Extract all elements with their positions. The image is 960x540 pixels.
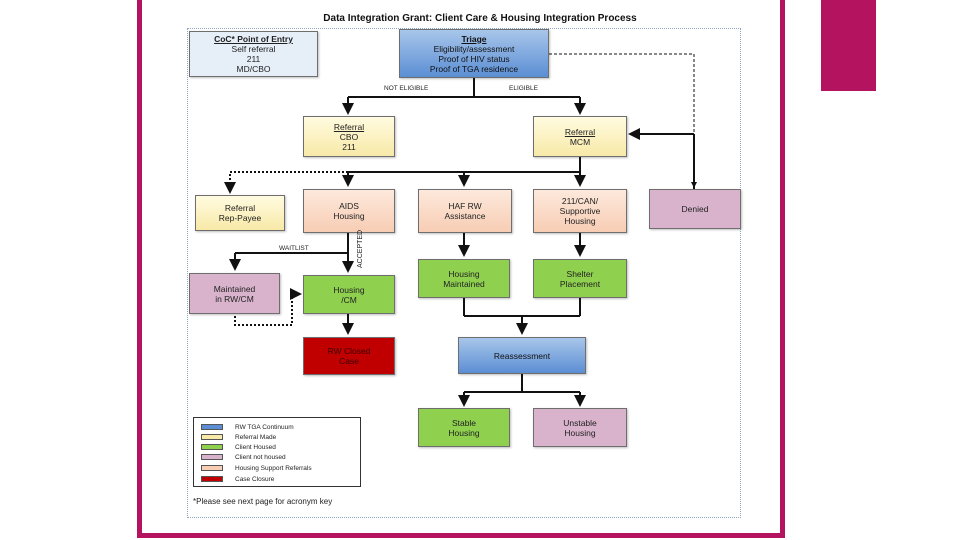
referral-rep-line: Rep-Payee	[218, 213, 262, 223]
legend-item: Referral Made	[201, 433, 276, 441]
legend-swatch	[201, 424, 223, 430]
coc-entry-box: CoC* Point of Entry Self referral 211 MD…	[189, 31, 318, 77]
haf-rw-line: HAF RW	[448, 201, 482, 211]
housing-cm-line: Housing	[333, 284, 365, 295]
eligible-label: ELIGIBLE	[509, 85, 538, 92]
triage-box: Triage Eligibility/assessment Proof of H…	[399, 29, 549, 78]
unstable-line: Unstable	[563, 417, 597, 428]
shelter-line: Shelter	[566, 268, 594, 279]
rw-closed-line: RW Closed	[327, 346, 371, 356]
referral-mcm-line: Referral	[564, 126, 596, 137]
legend-item: Client Housed	[201, 443, 276, 451]
legend-swatch	[201, 444, 223, 450]
referral-rep-payee-box: Referral Rep-Payee	[195, 195, 285, 231]
rw-closed-line: Case	[339, 356, 359, 366]
stable-line: Housing	[448, 427, 480, 438]
accepted-label: ACCEPTED	[357, 229, 364, 268]
aids-housing-line: Housing	[333, 211, 365, 221]
legend: RW TGA Continuum Referral Made Client Ho…	[193, 417, 361, 487]
shelter-placement-box: Shelter Placement	[533, 259, 627, 298]
not-eligible-label: NOT ELIGIBLE	[384, 85, 429, 92]
legend-swatch	[201, 476, 223, 482]
housing-maintained-line: Maintained	[443, 278, 485, 289]
triage-heading: Triage	[461, 33, 487, 44]
stable-line: Stable	[451, 417, 477, 428]
supportive-line: 211/CAN/	[561, 196, 599, 206]
stable-housing-box: Stable Housing	[418, 408, 510, 447]
referral-mcm-line: MCM	[569, 136, 591, 147]
maintained-line: in RW/CM	[215, 293, 254, 304]
coc-line: 211	[246, 54, 261, 64]
legend-swatch	[201, 465, 223, 471]
haf-rw-assistance-box: HAF RW Assistance	[418, 189, 512, 233]
aids-housing-line: AIDS	[339, 201, 359, 211]
maintained-line: Maintained	[213, 283, 256, 294]
legend-label: Client Housed	[235, 443, 276, 451]
denied-box: Denied	[649, 189, 741, 229]
referral-cbo-box: Referral CBO 211	[303, 116, 395, 157]
housing-maintained-line: Housing	[448, 268, 480, 279]
housing-maintained-box: Housing Maintained	[418, 259, 510, 298]
aids-housing-box: AIDS Housing	[303, 189, 395, 233]
legend-item: Housing Support Referrals	[201, 464, 312, 472]
rw-closed-case-box: RW Closed Case	[303, 337, 395, 375]
unstable-line: Housing	[564, 427, 596, 438]
legend-label: RW TGA Continuum	[235, 423, 294, 431]
diagram-title: Data Integration Grant: Client Care & Ho…	[323, 13, 637, 24]
housing-cm-line: /CM	[341, 294, 357, 305]
reassessment-line: Reassessment	[493, 350, 551, 361]
referral-cbo-line: CBO	[339, 131, 359, 142]
housing-cm-box: Housing /CM	[303, 275, 395, 314]
legend-label: Referral Made	[235, 433, 277, 441]
maintained-rw-cm-box: Maintained in RW/CM	[189, 273, 280, 314]
corner-accent-block	[821, 0, 876, 91]
haf-rw-line: Assistance	[444, 211, 486, 221]
triage-line: Proof of TGA residence	[429, 63, 519, 74]
waitlist-label: WAITLIST	[279, 245, 309, 252]
legend-swatch	[201, 454, 223, 460]
supportive-line: Supportive	[559, 206, 601, 216]
supportive-housing-box: 211/CAN/ Supportive Housing	[533, 189, 627, 233]
triage-line: Eligibility/assessment	[433, 43, 515, 54]
legend-item: Case Closure	[201, 475, 274, 483]
legend-label: Case Closure	[235, 475, 275, 483]
legend-swatch	[201, 434, 223, 440]
legend-label: Client not housed	[235, 453, 286, 461]
coc-heading: CoC* Point of Entry	[214, 34, 293, 44]
coc-line: Self referral	[231, 44, 276, 54]
legend-label: Housing Support Referrals	[235, 464, 312, 472]
diagram-area	[187, 28, 741, 518]
shelter-line: Placement	[559, 278, 601, 289]
reassessment-box: Reassessment	[458, 337, 586, 374]
legend-item: Client not housed	[201, 453, 286, 461]
supportive-line: Housing	[564, 216, 596, 226]
referral-cbo-line: 211	[342, 141, 356, 152]
referral-mcm-box: Referral MCM	[533, 116, 627, 157]
acronym-footnote: *Please see next page for acronym key	[193, 497, 333, 506]
unstable-housing-box: Unstable Housing	[533, 408, 627, 447]
coc-line: MD/CBO	[236, 64, 271, 74]
referral-rep-line: Referral	[224, 203, 256, 213]
denied-line: Denied	[681, 204, 709, 214]
legend-item: RW TGA Continuum	[201, 423, 294, 431]
triage-line: Proof of HIV status	[438, 53, 510, 64]
referral-cbo-line: Referral	[333, 121, 365, 132]
